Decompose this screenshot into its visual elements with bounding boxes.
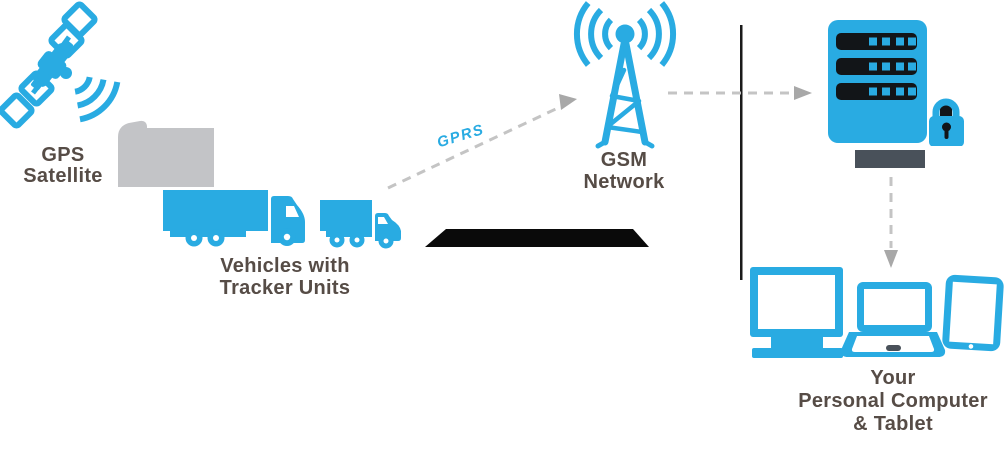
signal-waves-icon	[573, 1, 677, 67]
gps-satellite-label: GPS Satellite	[23, 144, 103, 187]
tablet-icon	[942, 274, 1004, 352]
cell-tower-icon	[573, 1, 677, 149]
desk-shelf-icon	[832, 146, 993, 171]
box-truck-icon	[118, 120, 214, 187]
gprs-arrow	[387, 94, 577, 190]
laptop-icon	[840, 282, 946, 357]
vehicles-label: Vehicles with Tracker Units	[219, 255, 351, 299]
divider-line	[740, 25, 743, 280]
tower-to-server-arrow	[668, 86, 812, 100]
gsm-network-label: GSM Network	[583, 149, 665, 193]
signal-waves-icon	[74, 76, 121, 123]
semi-truck-icon	[163, 190, 305, 247]
server-icon	[828, 20, 927, 143]
road-icon	[425, 229, 649, 247]
devices-label: Your Personal Computer & Tablet	[798, 367, 988, 435]
lorry-truck-icon	[320, 200, 401, 249]
server-to-devices-arrow	[884, 177, 898, 268]
monitor-icon	[750, 267, 843, 358]
padlock-icon	[929, 98, 964, 147]
satellite-icon	[0, 1, 121, 129]
